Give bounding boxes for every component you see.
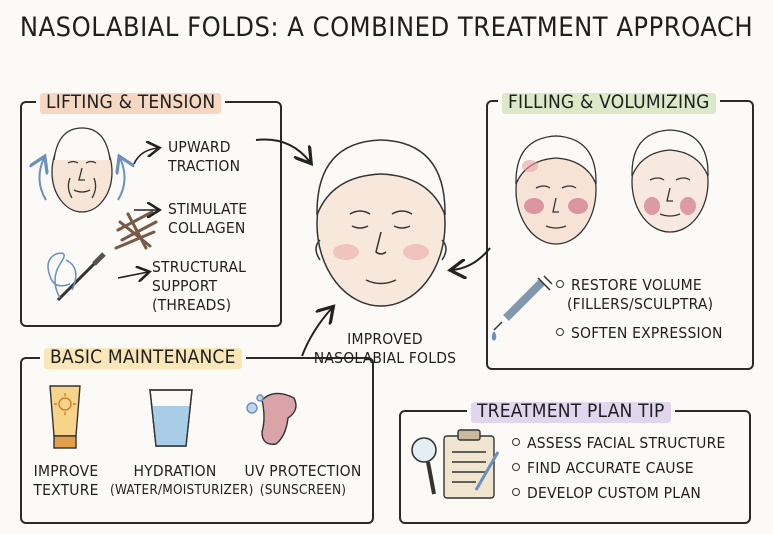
plan-item-develop-text: DEVELOP CUSTOM PLAN <box>527 484 701 502</box>
plan-item-assess-text: ASSESS FACIAL STRUCTURE <box>527 434 726 452</box>
basic-item-uv-line1: UV PROTECTION <box>244 462 362 480</box>
basic-item-uv-line2: (SUNSCREEN) <box>259 482 347 498</box>
lifting-item-upward: UPWARD TRACTION <box>168 138 240 176</box>
face-lift-icon <box>39 127 124 213</box>
filling-item-restore: RESTORE VOLUME (FILLERS/SCULPTRA) <box>556 276 713 314</box>
page-title: NASOLABIAL FOLDS: A COMBINED TREATMENT A… <box>19 12 754 43</box>
center-label-line1: IMPROVED <box>347 330 423 348</box>
lifting-item-collagen: STIMULATE COLLAGEN <box>168 200 247 238</box>
bullet-icon <box>512 462 520 471</box>
bullet-icon <box>512 437 520 446</box>
plan-item-cause: FIND ACCURATE CAUSE <box>512 459 694 478</box>
basic-tag: BASIC MAINTENANCE <box>40 343 246 371</box>
filling-tag-bg <box>502 93 716 114</box>
magnifier-icon <box>411 437 437 495</box>
filling-item-restore-line1: RESTORE VOLUME <box>556 276 713 295</box>
before-face-icon <box>515 135 597 245</box>
basic-item-hydration-line1: HYDRATION <box>133 462 217 480</box>
lifting-tag-bg <box>40 93 222 114</box>
basic-item-texture-line2: TEXTURE <box>33 481 99 499</box>
lifting-item-collagen-line2: COLLAGEN <box>168 219 246 237</box>
filling-tag: FILLING & VOLUMIZING <box>498 88 720 116</box>
basic-item-texture: IMPROVE TEXTURE <box>24 462 108 500</box>
basic-label: BASIC MAINTENANCE <box>50 346 236 368</box>
collagen-fibers-icon <box>114 210 158 250</box>
bullet-icon <box>556 327 564 336</box>
gua-sha-icon <box>246 392 297 445</box>
lifting-item-support-line3: (THREADS) <box>152 296 232 314</box>
syringe-icon <box>491 275 553 341</box>
lifting-item-support-line1: STRUCTURAL <box>152 258 247 276</box>
filling-item-soften-text: SOFTEN EXPRESSION <box>571 324 723 342</box>
lifting-tag: LIFTING & TENSION <box>36 88 226 116</box>
bullet-icon <box>512 487 520 496</box>
basic-tag-bg <box>44 348 242 369</box>
basic-item-hydration-line2: (WATER/MOISTURIZER) <box>110 482 254 498</box>
filling-item-restore-line2: (FILLERS/SCULPTRA) <box>567 295 714 313</box>
sunscreen-tube-icon <box>49 385 81 449</box>
plan-label: TREATMENT PLAN TIP <box>477 400 665 422</box>
clipboard-icon <box>443 429 500 499</box>
bullet-icon <box>556 279 564 288</box>
water-glass-icon <box>149 389 193 447</box>
lifting-item-upward-line1: UPWARD <box>168 138 231 156</box>
basic-item-texture-line1: IMPROVE <box>33 462 99 480</box>
center-label-line2: NASOLABIAL FOLDS <box>313 349 457 367</box>
lifting-item-support: STRUCTURAL SUPPORT (THREADS) <box>152 258 246 315</box>
plan-item-cause-text: FIND ACCURATE CAUSE <box>527 459 694 477</box>
filling-item-restore-text: RESTORE VOLUME <box>571 276 702 294</box>
plan-item-develop: DEVELOP CUSTOM PLAN <box>512 484 701 503</box>
center-face-icon <box>315 139 447 307</box>
filling-label: FILLING & VOLUMIZING <box>508 91 710 113</box>
lifting-item-support-line2: SUPPORT <box>152 277 218 295</box>
thread-needle-icon <box>47 252 106 302</box>
after-face-icon <box>631 129 709 233</box>
basic-item-hydration: HYDRATION (WATER/MOISTURIZER) <box>110 462 254 500</box>
plan-tag-bg <box>471 402 671 423</box>
lifting-label: LIFTING & TENSION <box>46 91 216 113</box>
plan-item-assess: ASSESS FACIAL STRUCTURE <box>512 434 725 453</box>
lifting-item-collagen-line1: STIMULATE <box>168 200 248 218</box>
blush-right <box>403 244 429 260</box>
blush-left <box>333 244 359 260</box>
lifting-item-upward-line2: TRACTION <box>168 157 241 175</box>
plan-tag: TREATMENT PLAN TIP <box>467 397 675 425</box>
filling-item-soften: SOFTEN EXPRESSION <box>556 324 723 343</box>
basic-item-uv: UV PROTECTION (SUNSCREEN) <box>240 462 366 500</box>
center-label: IMPROVED NASOLABIAL FOLDS <box>300 330 470 368</box>
